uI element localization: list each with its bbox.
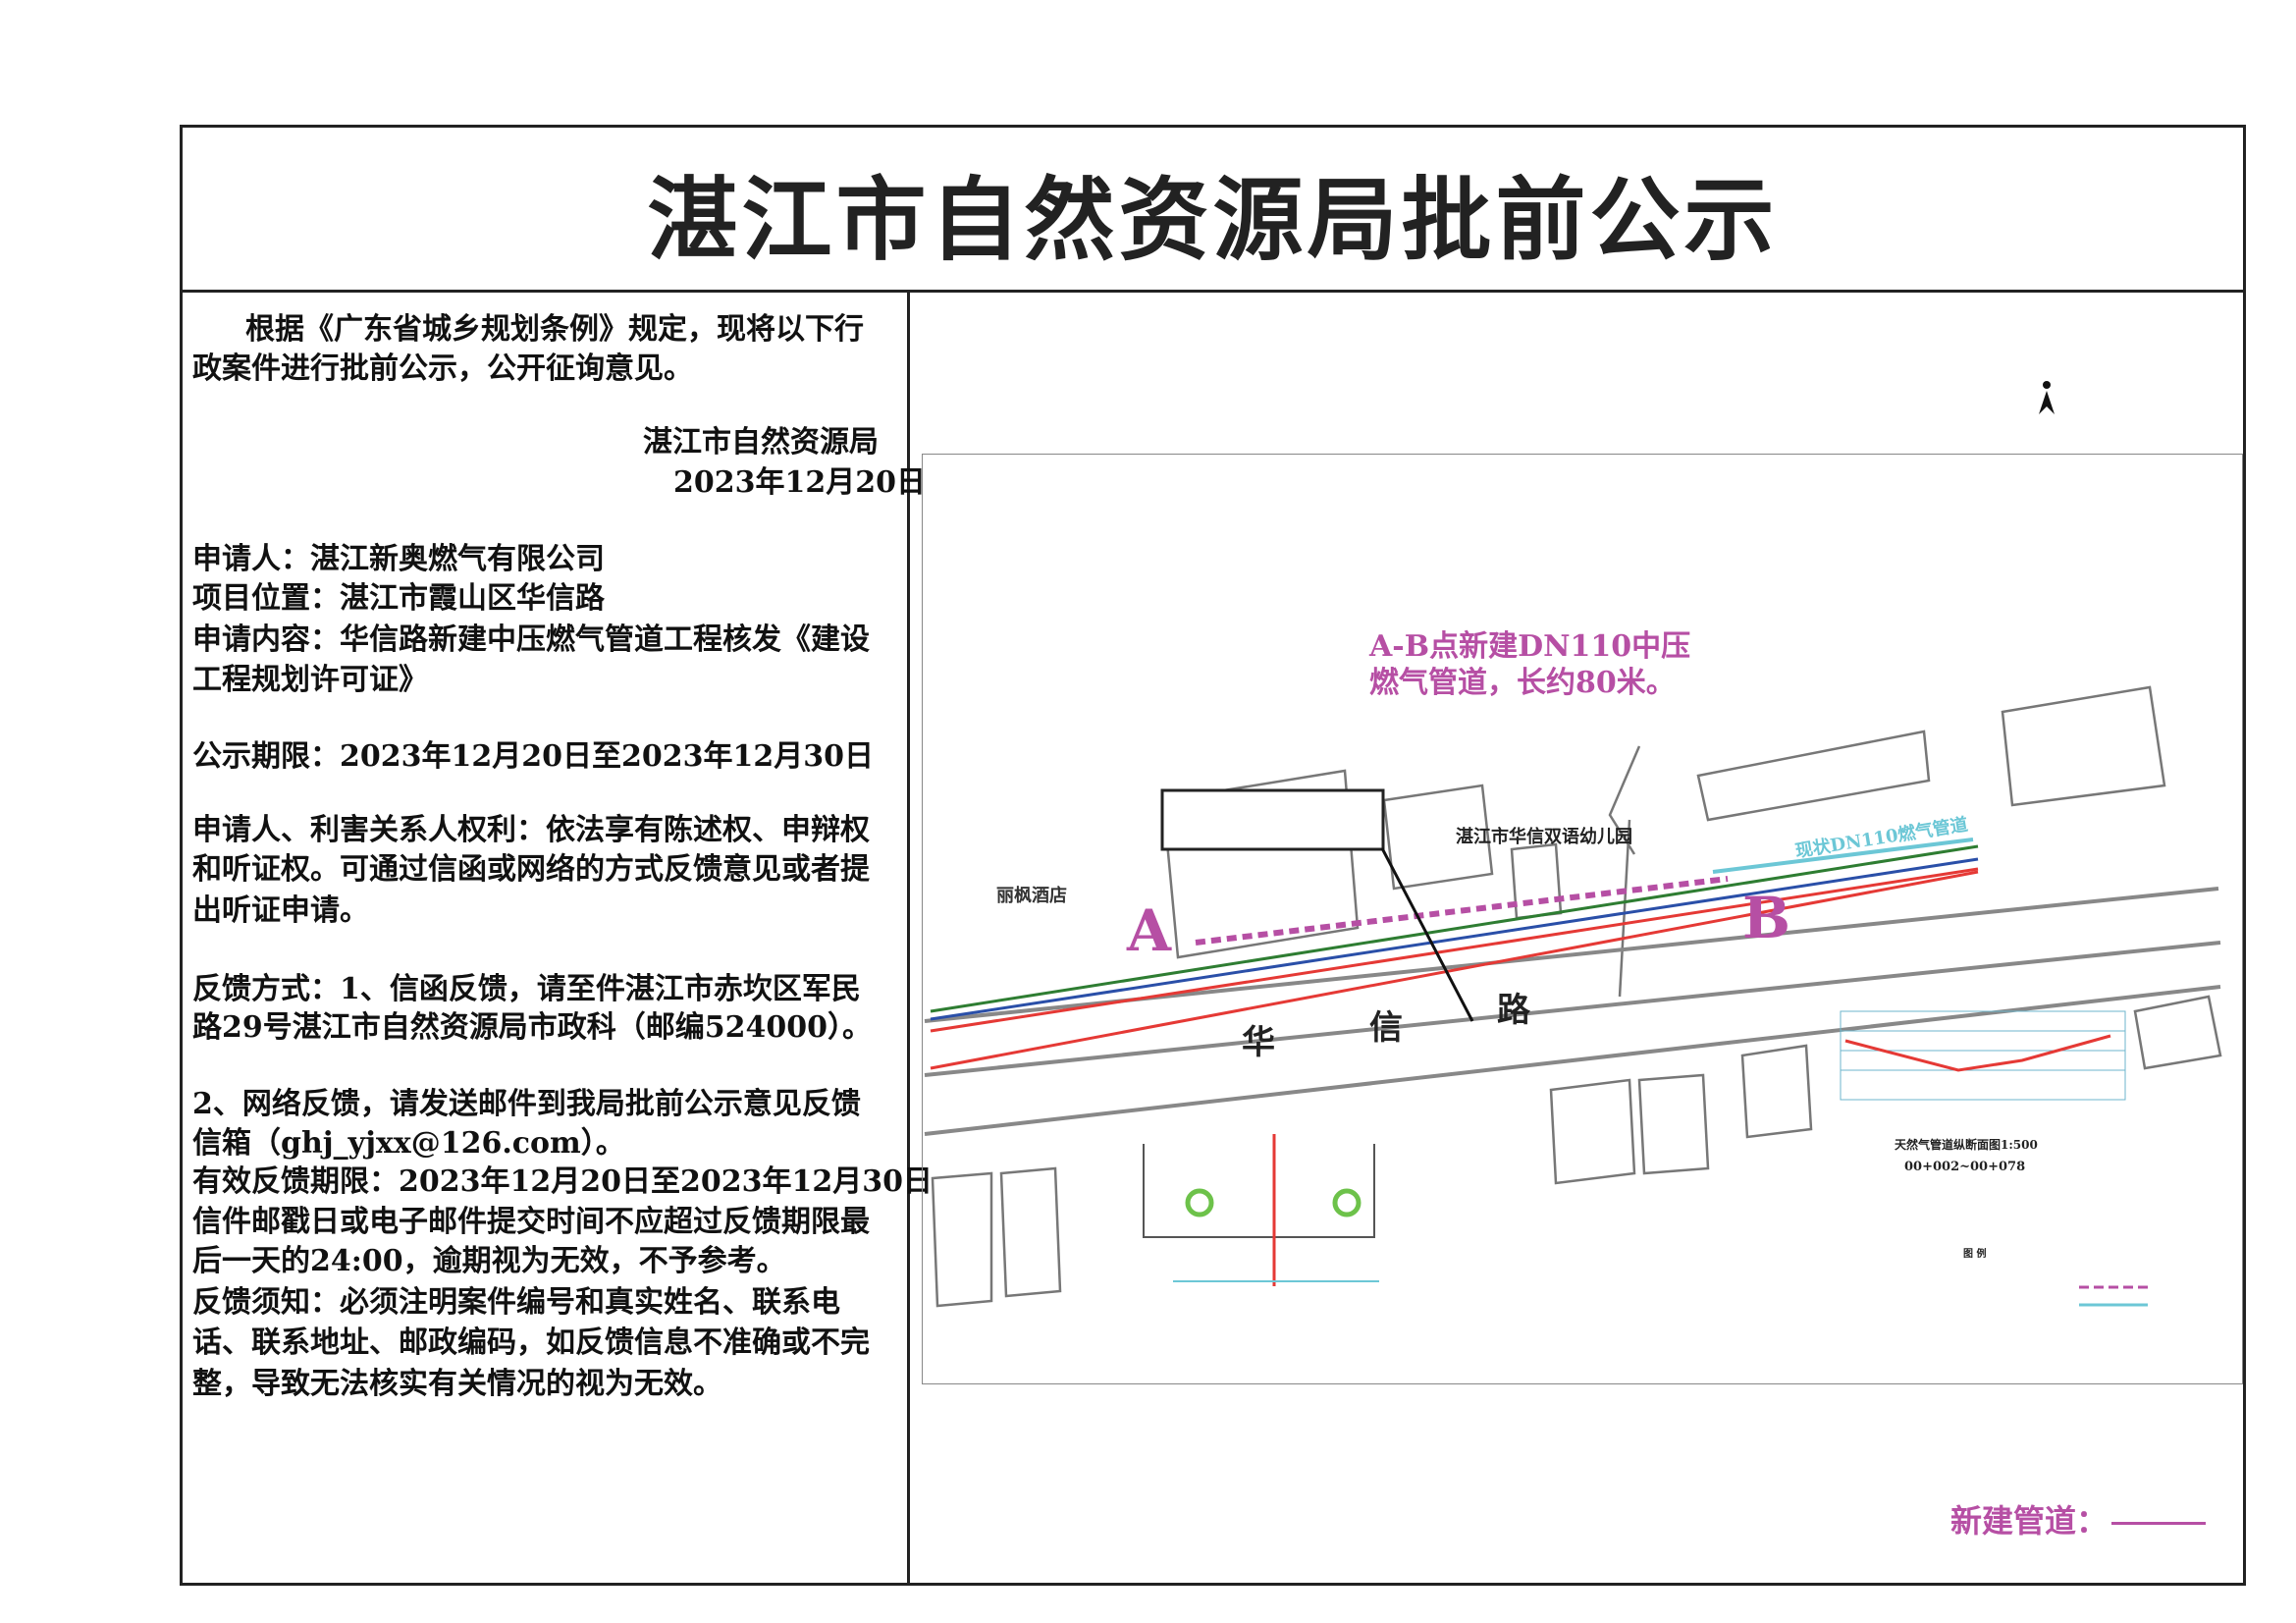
new-pipe-line <box>1195 876 1729 946</box>
map-frame <box>922 454 2243 1384</box>
notice-line: 根据《广东省城乡规划条例》规定，现将以下行 <box>245 312 864 347</box>
page-title: 湛江市自然资源局批前公示 <box>647 167 1779 273</box>
section-range: 00+002~00+078 <box>1904 1160 2025 1174</box>
road-name-char: 信 <box>1369 1008 1403 1048</box>
divider <box>180 290 2246 293</box>
hotel-label: 丽枫酒店 <box>996 885 1067 906</box>
point-a-label: A <box>1126 897 1172 964</box>
notice-line: 信件邮戳日或电子邮件提交时间不应超过反馈期限最 <box>192 1205 870 1239</box>
annotation-line1: A-B点新建DN110中压 <box>1368 629 1690 664</box>
legend-title: 图 例 <box>1963 1247 1986 1260</box>
road-name-char: 华 <box>1242 1023 1275 1062</box>
annotation-line2: 燃气管道，长约80米。 <box>1369 666 1676 700</box>
notice-line: 后一天的24:00，逾期视为无效，不予参考。 <box>192 1244 786 1278</box>
notice-line: 申请人：湛江新奥燃气有限公司 <box>192 542 605 576</box>
notice-line: 路29号湛江市自然资源局市政科（邮编524000）。 <box>192 1010 872 1045</box>
notice-line: 话、联系地址、邮政编码，如反馈信息不准确或不完 <box>192 1325 870 1360</box>
notice-line: 政案件进行批前公示，公开征询意见。 <box>192 352 693 386</box>
notice-line: 整，导致无法核实有关情况的视为无效。 <box>192 1367 722 1401</box>
notice-line: 有效反馈期限：2023年12月20日至2023年12月30日 <box>192 1164 933 1199</box>
existing-pipe-label: 现状DN110燃气管道 <box>1793 813 1969 862</box>
buildings <box>931 685 2222 1308</box>
new-pipe-legend: 新建管道： <box>1950 1496 2207 1542</box>
notice-line: 2、网络反馈，请发送邮件到我局批前公示意见反馈 <box>192 1087 861 1121</box>
pipelines <box>930 838 1979 1070</box>
notice-line: 2023年12月20日 <box>673 465 926 500</box>
notice-line: 信箱（ghj_yjxx@126.com）。 <box>192 1126 625 1161</box>
section-title: 天然气管道纵断面图1:500 <box>1895 1137 2038 1152</box>
existing-pipe-line <box>1712 838 1974 874</box>
new-pipe-legend-label: 新建管道： <box>1950 1502 2109 1540</box>
kindergarten-label: 湛江市华信双语幼儿园 <box>1456 826 1632 847</box>
notice-line: 反馈须知：必须注明案件编号和真实姓名、联系电 <box>192 1285 840 1320</box>
notice-line: 和听证权。可通过信函或网络的方式反馈意见或者提 <box>192 852 870 887</box>
road-name-char: 路 <box>1497 991 1531 1030</box>
notice-frame <box>180 125 2246 1586</box>
point-b-label: B <box>1742 885 1790 951</box>
notice-line: 申请内容：华信路新建中压燃气管道工程核发《建设 <box>192 622 870 657</box>
cross-section <box>1143 1134 1379 1286</box>
pipe-table <box>1160 788 1385 851</box>
new-pipe-legend-line <box>2111 1522 2207 1525</box>
notice-line: 湛江市自然资源局 <box>643 425 879 460</box>
notice-line: 项目位置：湛江市霞山区华信路 <box>192 581 605 616</box>
north-arrow-icon <box>2039 381 2055 414</box>
notice-line: 工程规划许可证》 <box>192 663 428 697</box>
notice-line: 公示期限：2023年12月20日至2023年12月30日 <box>192 739 874 774</box>
divider <box>907 292 910 1586</box>
notice-line: 申请人、利害关系人权利：依法享有陈述权、申辩权 <box>192 813 870 847</box>
notice-line: 反馈方式：1、信函反馈，请至件湛江市赤坎区军民 <box>192 972 861 1006</box>
profile-section <box>1840 1010 2126 1101</box>
notice-line: 出听证申请。 <box>192 893 369 928</box>
